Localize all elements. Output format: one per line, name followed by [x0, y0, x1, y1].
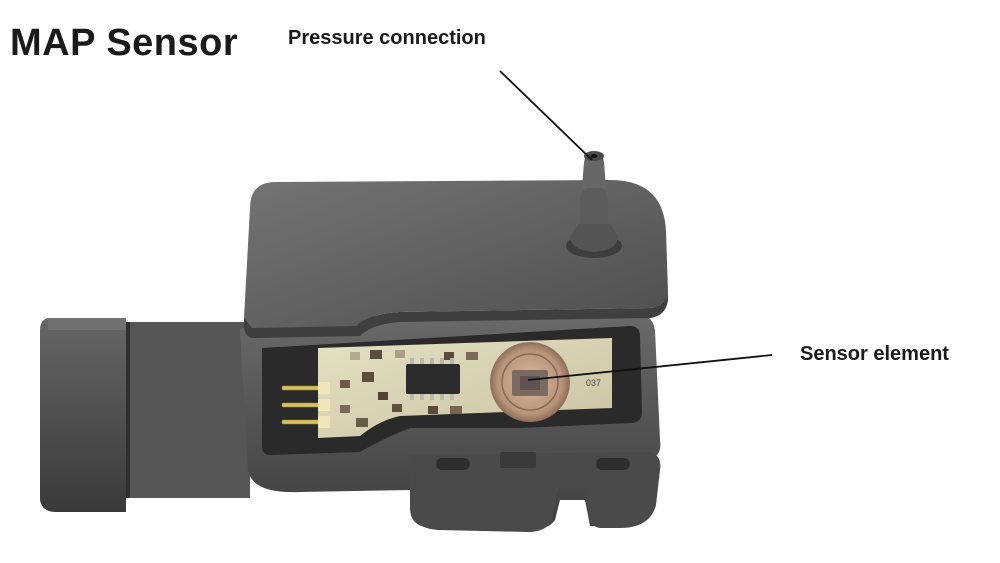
- sensor-element-label: Sensor element: [800, 343, 949, 365]
- pressure-connection-leader: [499, 70, 593, 161]
- sensor-element-leader: [527, 354, 773, 381]
- pressure-connection-label: Pressure connection: [288, 27, 486, 49]
- figure-title: MAP Sensor: [10, 22, 239, 64]
- sensor-element: [490, 342, 570, 422]
- housing-lid: [244, 180, 668, 338]
- pressure-nozzle: [566, 151, 622, 258]
- connector-plug: [40, 318, 250, 512]
- chip-marking: 037: [586, 378, 601, 388]
- circuit-board: 037: [281, 338, 612, 438]
